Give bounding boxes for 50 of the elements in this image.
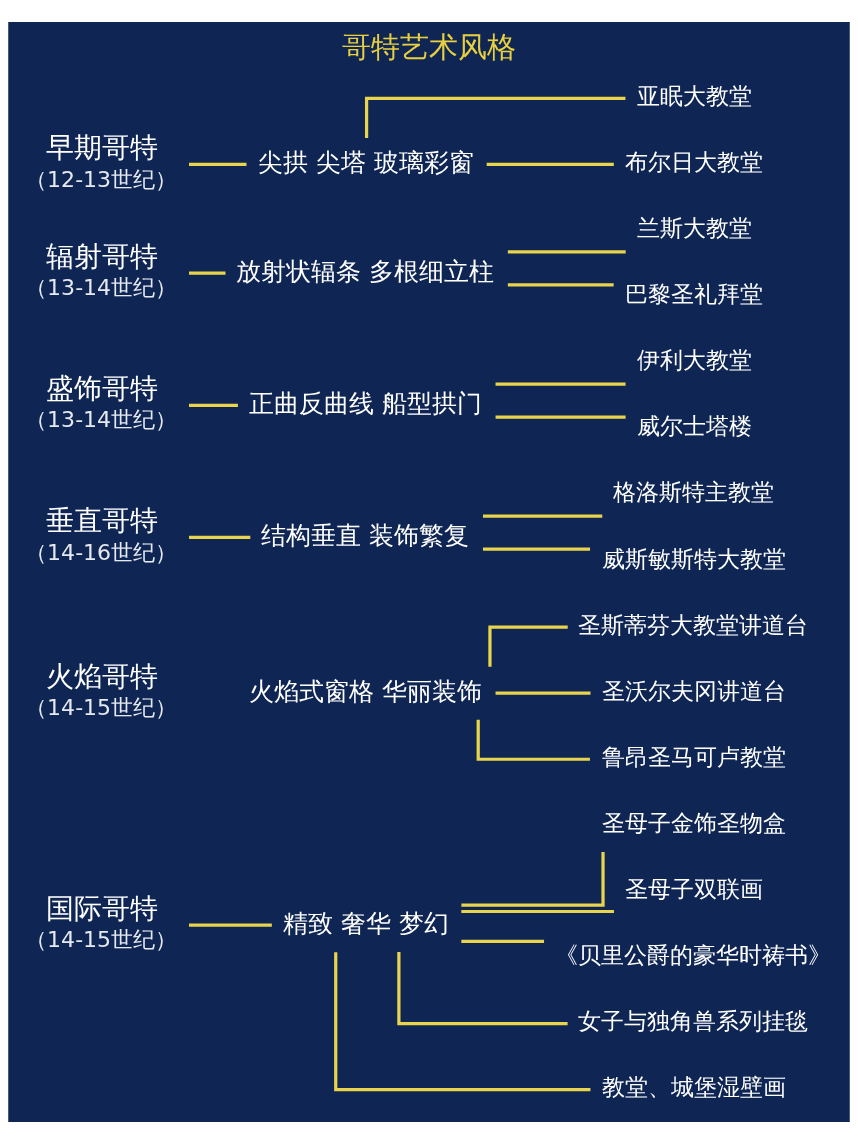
connector [189,162,247,167]
node-text: 国际哥特 （14-15世纪） [25,892,178,953]
node-text: 圣斯蒂芬大教堂讲道台 [578,610,809,639]
connector [461,909,614,914]
connector [461,939,545,943]
node-text: 布尔日大教堂 [625,148,764,177]
node-text: 圣沃尔夫冈讲道台 [601,676,786,705]
node-text: 圣母子双联画 [625,875,764,904]
connector [495,415,626,419]
node-text: 巴黎圣礼拜堂 [625,280,764,309]
connector [189,403,238,407]
node-text: 放射状辐条 多根细立柱 [235,256,494,286]
connector [364,96,626,138]
node-text: 教堂、城堡湿壁画 [601,1073,786,1102]
node-text: 尖拱 尖塔 玻璃彩窗 [257,148,474,178]
node-text: 亚眠大教堂 [636,81,752,110]
connector [507,283,614,287]
connector [486,162,614,167]
node-text: 正曲反曲线 船型拱门 [249,389,483,419]
connector [507,250,626,254]
node-text: 伊利大教堂 [636,346,752,375]
node-text: 盛饰哥特 （13-14世纪） [25,372,178,433]
node-text: 结构垂直 装饰繁复 [260,521,469,551]
connector [488,625,568,667]
connector [482,514,603,518]
node-text: 火焰式窗格 华丽装饰 [249,676,483,706]
node-text: 精致 奢华 梦幻 [282,908,449,938]
node-text: 威斯敏斯特大教堂 [601,544,786,573]
connector [189,271,226,275]
node-text: 格洛斯特主教堂 [613,478,775,507]
connector [476,719,590,761]
connector [189,923,272,927]
connector [189,535,251,540]
connector [495,382,626,386]
connector [461,851,605,907]
node-text: 兰斯大教堂 [636,214,752,243]
node-text: 垂直哥特 （14-16世纪） [25,504,178,565]
node-text: 威尔士塔楼 [636,412,752,441]
node-text: 鲁昂圣马可卢教堂 [601,742,786,771]
node-text: 《贝里公爵的豪华时祷书》 [554,941,831,970]
node-text: 早期哥特 （12-13世纪） [25,131,178,192]
node-text: 女子与独角兽系列挂毯 [578,1007,809,1036]
diagram-title: 哥特艺术风格 [342,30,516,65]
connector [334,952,591,1092]
node-text: 辐射哥特 （13-14世纪） [25,240,178,301]
connector [397,952,568,1026]
node-text: 圣母子金饰圣物盒 [601,808,786,837]
connector [495,691,591,695]
node-text: 火焰哥特 （14-15世纪） [25,660,178,721]
connector [482,547,591,551]
